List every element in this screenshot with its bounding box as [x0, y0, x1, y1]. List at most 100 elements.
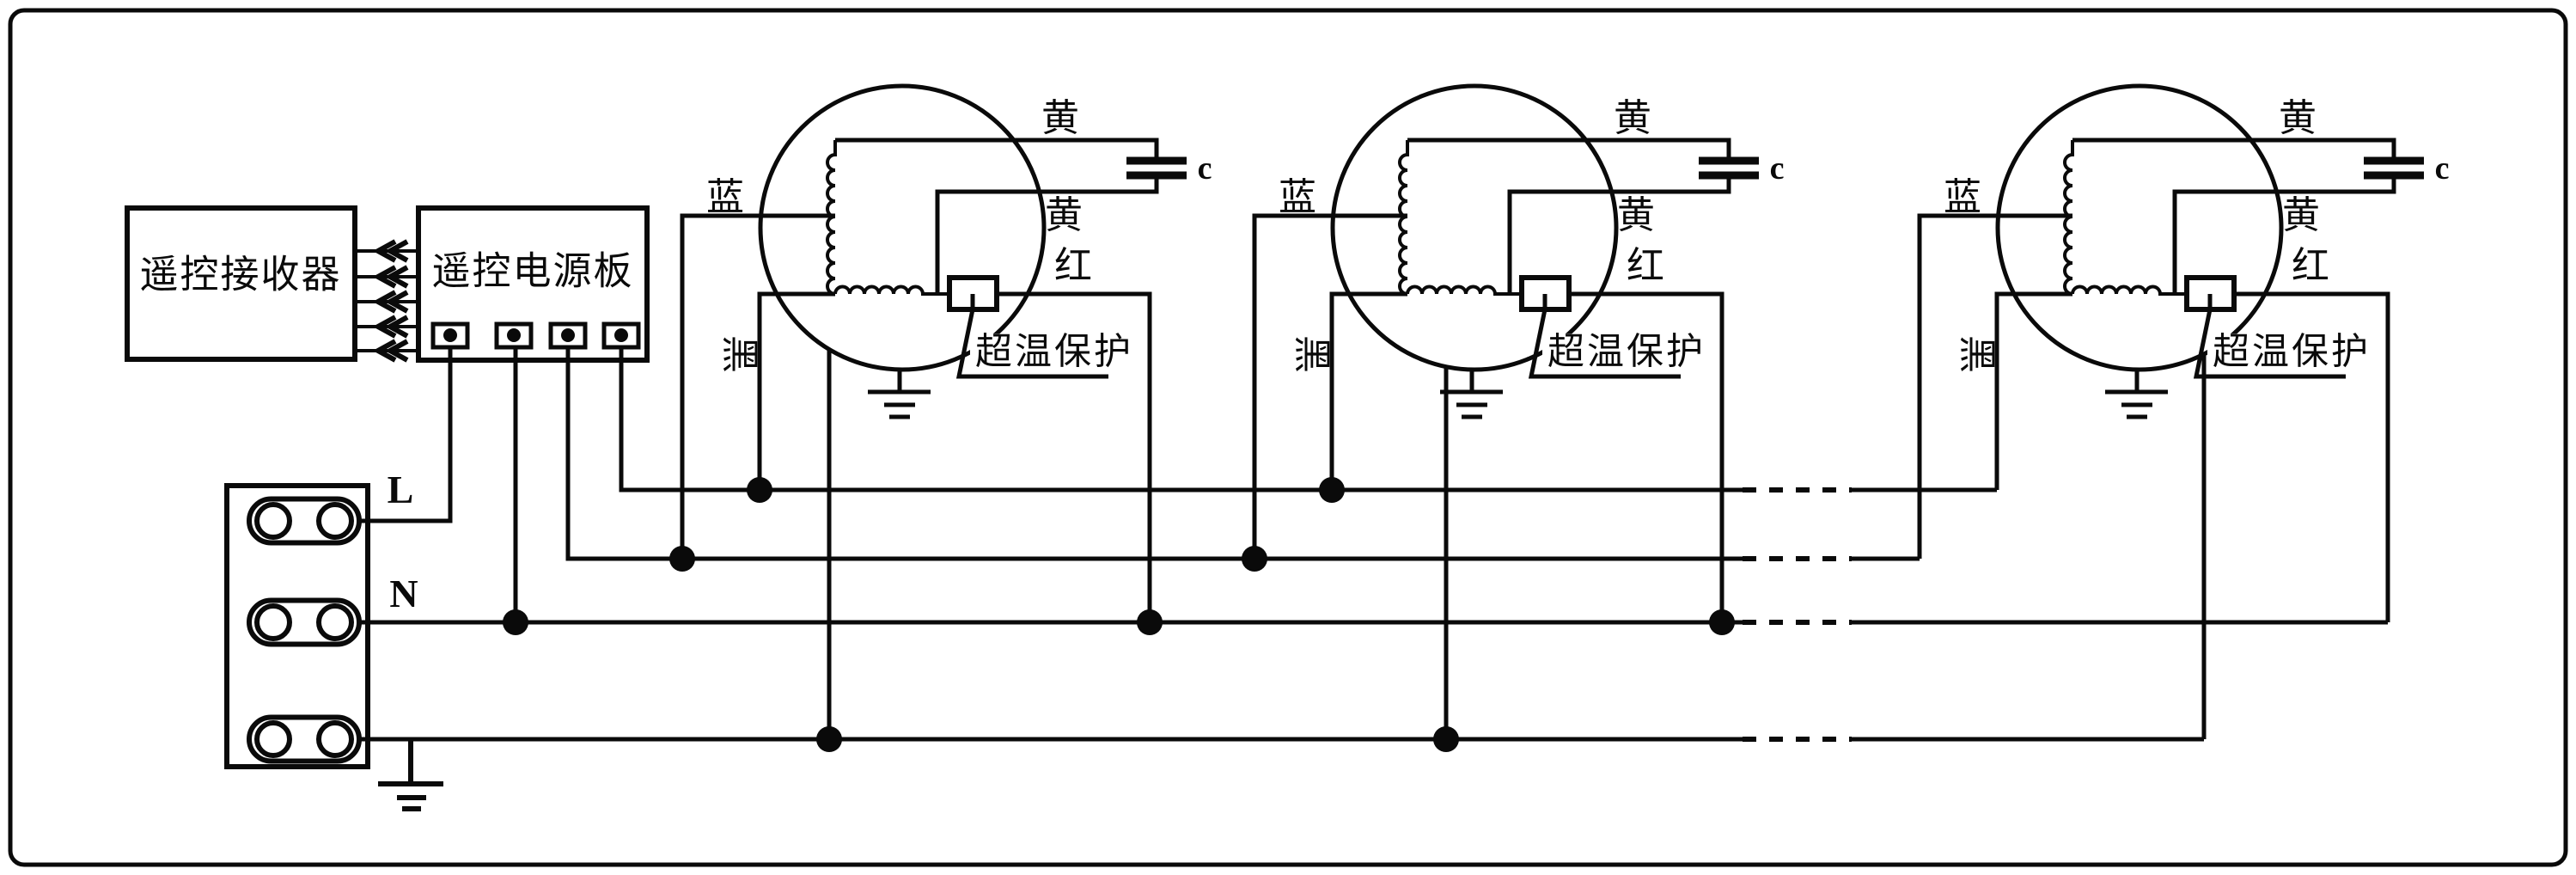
screw-contact-ring — [254, 502, 292, 540]
red-wire — [997, 291, 1152, 622]
blue-wire — [680, 213, 835, 559]
junction-dot — [1319, 477, 1345, 503]
motor-1-label-capacitor: c — [1197, 150, 1212, 187]
motor-3 — [1917, 83, 2424, 739]
screw-contact-ring — [254, 603, 292, 641]
terminal-contact-dot — [614, 328, 628, 342]
yellow-wire-top — [2072, 138, 2396, 161]
arrow-head-icon — [384, 339, 409, 363]
motor-3-label-black: 黑 — [1956, 335, 1998, 373]
junction-dot — [669, 546, 695, 572]
arrow-head-icon — [372, 265, 397, 289]
yellow-wire-top — [835, 138, 1159, 161]
motor-2-label-yellow-top: 黄 — [1614, 97, 1651, 139]
yellow-wire-return — [935, 175, 1159, 294]
yellow-wire-return — [2172, 175, 2396, 294]
screw-contact-ring — [254, 720, 292, 758]
motor-2-label-yellow-mid: 黄 — [1617, 194, 1655, 236]
mains-terminal-block — [224, 483, 370, 769]
motor-1-label-yellow-mid: 黄 — [1045, 194, 1083, 236]
block-terminal-slot — [247, 496, 362, 546]
motor-ground-symbol — [868, 370, 931, 419]
live-input-wire — [361, 347, 453, 523]
bus-blue-wire-left — [565, 347, 1743, 561]
thermal-protector-leader — [955, 294, 1108, 379]
arrow-head-icon — [372, 239, 397, 263]
junction-dot — [1433, 726, 1459, 752]
block-terminal-slot — [247, 597, 362, 647]
thermal-protector-leader — [1528, 294, 1681, 379]
diagram-border — [8, 8, 2568, 867]
main-winding-coil — [1398, 140, 1409, 296]
power-board-box — [416, 205, 650, 363]
motor-3-label-yellow-mid: 黄 — [2282, 194, 2320, 236]
main-winding-coil — [2063, 140, 2074, 296]
motor-2-label-black: 黑 — [1291, 335, 1333, 373]
aux-winding-coil — [833, 285, 949, 296]
blue-wire — [1917, 213, 2072, 559]
signal-arrows — [355, 239, 418, 363]
motor-body-circle — [758, 83, 1047, 372]
motors-layer — [680, 83, 2424, 739]
arrow-head-icon — [384, 265, 409, 289]
black-wire — [757, 291, 835, 490]
motor-2-label-thermal: 超温保护 — [1542, 333, 1711, 371]
screw-contact-ring — [316, 603, 354, 641]
junction-dot — [503, 609, 528, 635]
terminal-contact-dot — [561, 328, 575, 342]
motor-body-circle — [1330, 83, 1619, 372]
capacitor-icon — [2364, 156, 2424, 180]
motor-2-label-red: 红 — [1627, 245, 1664, 287]
motor-3-label-thermal: 超温保护 — [2207, 333, 2376, 371]
black-wire — [1329, 291, 1407, 490]
motor-2-label-blue: 蓝 — [1279, 176, 1316, 218]
receiver-box-label: 遥控接收器 — [139, 253, 342, 297]
motor-1-label-yellow-top: 黄 — [1041, 97, 1079, 139]
motor-1 — [680, 83, 1187, 739]
junction-dots — [503, 477, 1735, 752]
arrow-head-icon — [372, 290, 397, 314]
capacitor-icon — [1699, 156, 1759, 180]
power-board-terminals — [430, 321, 641, 350]
receiver-box — [125, 205, 357, 362]
red-wire — [2234, 291, 2390, 622]
junction-dot — [1242, 546, 1267, 572]
arrow-head-icon — [372, 339, 397, 363]
bus-black-wire-left — [619, 347, 1743, 493]
motor-1-label-thermal: 超温保护 — [970, 333, 1138, 371]
power-board-box-label: 遥控电源板 — [431, 249, 634, 293]
yellow-wire-return — [1507, 175, 1731, 294]
motor-body-circle — [1995, 83, 2284, 372]
live-terminal-label: L — [387, 468, 414, 511]
screw-contact-ring — [316, 502, 354, 540]
motor-1-label-red: 红 — [1054, 245, 1092, 287]
motor-ground-symbol — [1440, 370, 1503, 419]
junction-dot — [1709, 609, 1735, 635]
motor-3-label-red: 红 — [2292, 245, 2329, 287]
motor-3-label-capacitor: c — [2434, 150, 2450, 187]
arrow-head-icon — [372, 315, 397, 339]
motor-3-label-yellow-top: 黄 — [2279, 97, 2317, 139]
yellow-wire-top — [1407, 138, 1731, 161]
aux-winding-coil — [1406, 285, 1522, 296]
neutral-terminal-label: N — [389, 572, 418, 615]
motor-3-label-blue: 蓝 — [1944, 176, 1981, 218]
main-winding-coil — [826, 140, 837, 296]
arrow-head-icon — [384, 239, 409, 263]
motor-1-label-blue: 蓝 — [706, 176, 744, 218]
arrow-head-icon — [384, 290, 409, 314]
aux-winding-coil — [2071, 285, 2187, 296]
screw-contact-ring — [316, 720, 354, 758]
terminal-contact-dot — [443, 328, 457, 342]
capacitor-icon — [1126, 156, 1187, 180]
terminal-contact-dot — [507, 328, 521, 342]
arrow-head-icon — [384, 315, 409, 339]
thermal-protector-leader — [2193, 294, 2346, 379]
blue-wire — [1252, 213, 1407, 559]
motor-1-label-black: 黑 — [718, 335, 760, 373]
terminal-block-terminals — [247, 496, 362, 764]
motor-ground-symbol — [2105, 370, 2168, 419]
mains-earth-symbol — [378, 739, 443, 811]
